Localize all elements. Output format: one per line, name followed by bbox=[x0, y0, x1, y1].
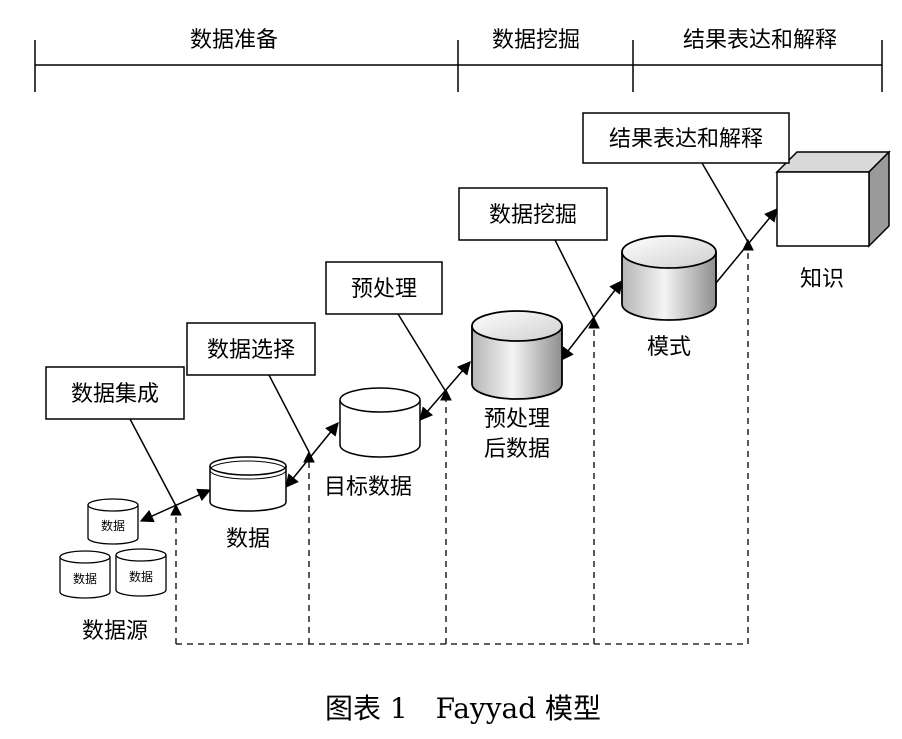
source-disk-left: 数据 bbox=[59, 550, 111, 599]
data-source-label: 数据源 bbox=[82, 619, 148, 644]
figure-caption: 图表 1 Fayyad 模型 bbox=[325, 692, 601, 725]
data-source-cluster: 数据 数据 数据 bbox=[59, 498, 167, 599]
step-box-interpretation: 结果表达和解释 bbox=[582, 112, 790, 164]
preprocessed-data-label-line2: 后数据 bbox=[484, 437, 550, 462]
step-box-preprocessing: 预处理 bbox=[325, 261, 443, 315]
phase-ruler bbox=[34, 40, 883, 92]
step-label-integration: 数据集成 bbox=[71, 382, 159, 407]
target-data-label: 目标数据 bbox=[324, 475, 412, 500]
step-box-integration: 数据集成 bbox=[45, 366, 185, 420]
step-label-interpretation: 结果表达和解释 bbox=[609, 127, 763, 152]
model-cylinder bbox=[621, 235, 717, 321]
preprocessed-data-cylinder bbox=[471, 310, 563, 400]
phase-label-data-mining: 数据挖掘 bbox=[492, 28, 580, 53]
model-label: 模式 bbox=[647, 335, 691, 360]
step-label-data-mining: 数据挖掘 bbox=[489, 203, 577, 228]
source-disk-right: 数据 bbox=[115, 548, 167, 597]
step-label-preprocessing: 预处理 bbox=[351, 277, 417, 302]
step-box-data-mining: 数据挖掘 bbox=[458, 187, 608, 241]
knowledge-cube bbox=[775, 150, 891, 248]
source-disk-label: 数据 bbox=[73, 571, 97, 586]
step-label-selection: 数据选择 bbox=[207, 338, 295, 363]
phase-label-data-preparation: 数据准备 bbox=[190, 28, 278, 53]
preprocessed-data-label-line1: 预处理 bbox=[484, 407, 550, 432]
source-disk-label: 数据 bbox=[129, 569, 153, 584]
flow-arrows bbox=[139, 207, 778, 523]
source-disk-label: 数据 bbox=[101, 518, 125, 533]
phase-label-interpretation: 结果表达和解释 bbox=[683, 28, 837, 53]
step-box-selection: 数据选择 bbox=[186, 322, 316, 376]
target-data-cylinder bbox=[339, 387, 421, 458]
data-cylinder bbox=[209, 456, 287, 512]
knowledge-label: 知识 bbox=[800, 267, 844, 292]
data-label: 数据 bbox=[226, 527, 270, 552]
source-disk-top: 数据 bbox=[87, 498, 139, 545]
